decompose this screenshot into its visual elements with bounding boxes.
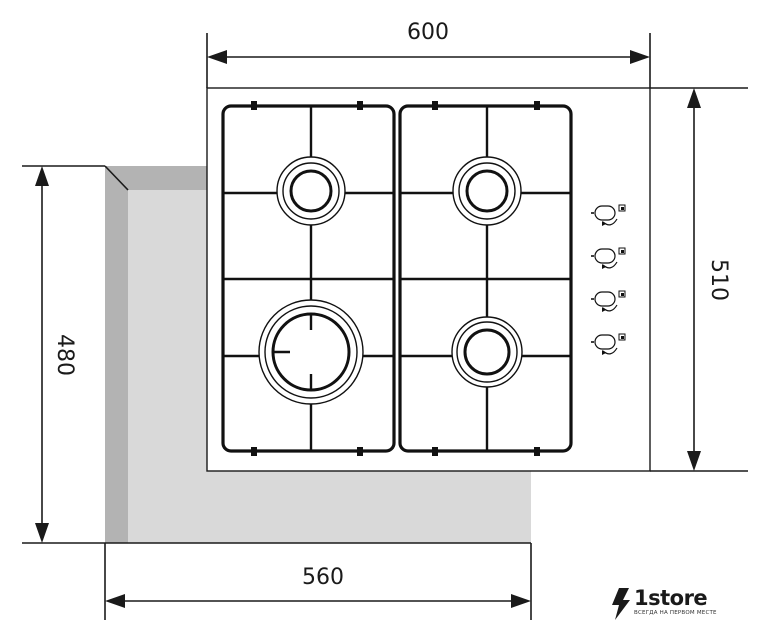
logo-tagline: ВСЕГДА НА ПЕРВОМ МЕСТЕ [634,610,717,616]
burner-top-right [452,156,522,226]
dimension-left-label: 480 [52,334,77,376]
burner-bottom-left [258,299,364,405]
dimension-right: 510 [687,88,731,471]
knob-3 [591,290,626,312]
countertop-edge [104,165,129,191]
knob-4 [591,333,626,355]
dimension-top-label: 600 [407,20,449,45]
countertop-top-face [105,166,208,190]
dimension-bottom: 560 [105,565,531,608]
extension-lines [22,33,748,620]
knob-2 [591,247,626,269]
knob-1 [591,204,626,226]
lightning-icon [612,588,630,620]
countertop-left-face [105,166,128,543]
burner-bottom-right [451,316,523,388]
dimension-left: 480 [35,166,77,543]
store-logo: 1store ВСЕГДА НА ПЕРВОМ МЕСТЕ [610,586,720,622]
dimension-bottom-label: 560 [302,565,344,590]
logo-name: 1store [634,586,708,610]
burner-top-left [276,156,346,226]
dimension-right-label: 510 [706,259,731,301]
dimension-top: 600 [207,20,650,64]
